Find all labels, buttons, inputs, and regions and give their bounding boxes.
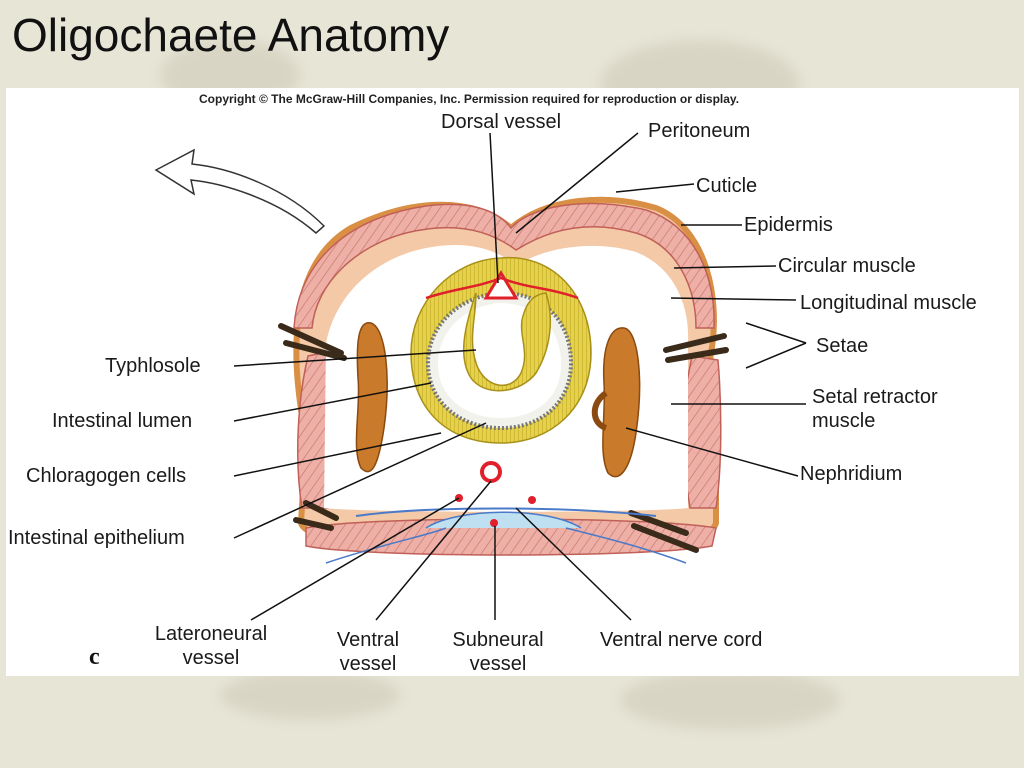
label-ventral-vessel-line-2: vessel <box>339 653 397 675</box>
direction-arrow <box>154 148 326 234</box>
setae <box>278 323 729 553</box>
intestine <box>410 256 592 444</box>
nephridium-right <box>602 327 641 478</box>
label-ventral-vessel-line-1: Ventral <box>336 629 400 651</box>
anatomy-figure: Copyright © The McGraw-Hill Companies, I… <box>6 88 1019 676</box>
label-setal-retractor-muscle: Setal retractor muscle <box>812 385 938 433</box>
slide-title: Oligochaete Anatomy <box>12 9 450 61</box>
label-lateroneural-vessel: Lateroneural vessel <box>139 622 283 670</box>
label-intestinal-epithelium: Intestinal epithelium <box>8 527 185 549</box>
label-lateroneural-line-1: Lateroneural <box>154 623 268 645</box>
label-ventral-vessel: Ventral vessel <box>320 628 416 676</box>
label-subneural-line-2: vessel <box>469 653 527 675</box>
background-blob <box>620 670 840 730</box>
nephridium-left <box>355 322 388 473</box>
label-setal-retractor-line-1: Setal retractor <box>812 386 938 408</box>
label-chloragogen-cells: Chloragogen cells <box>26 465 187 487</box>
leader-lines <box>233 132 807 621</box>
label-subneural-vessel: Subneural vessel <box>438 628 558 676</box>
label-setae: Setae <box>816 335 869 357</box>
panel-letter: c <box>89 644 100 670</box>
ventral-structures <box>325 461 687 564</box>
cross-section-diagram <box>154 132 807 621</box>
label-longitudinal-muscle: Longitudinal muscle <box>800 292 977 314</box>
label-nephridium: Nephridium <box>800 463 903 485</box>
background-blob <box>220 670 400 720</box>
label-ventral-nerve-cord: Ventral nerve cord <box>600 629 763 651</box>
label-lateroneural-line-2: vessel <box>182 647 240 669</box>
label-subneural-line-1: Subneural <box>452 629 544 651</box>
label-epidermis: Epidermis <box>744 214 833 236</box>
label-typhlosole: Typhlosole <box>105 355 201 377</box>
label-circular-muscle: Circular muscle <box>778 255 916 277</box>
label-setal-retractor-line-2: muscle <box>812 410 876 432</box>
copyright-notice: Copyright © The McGraw-Hill Companies, I… <box>199 92 740 106</box>
label-peritoneum: Peritoneum <box>648 120 751 142</box>
label-intestinal-lumen: Intestinal lumen <box>52 410 193 432</box>
label-dorsal-vessel: Dorsal vessel <box>441 111 562 133</box>
label-cuticle: Cuticle <box>696 175 758 197</box>
